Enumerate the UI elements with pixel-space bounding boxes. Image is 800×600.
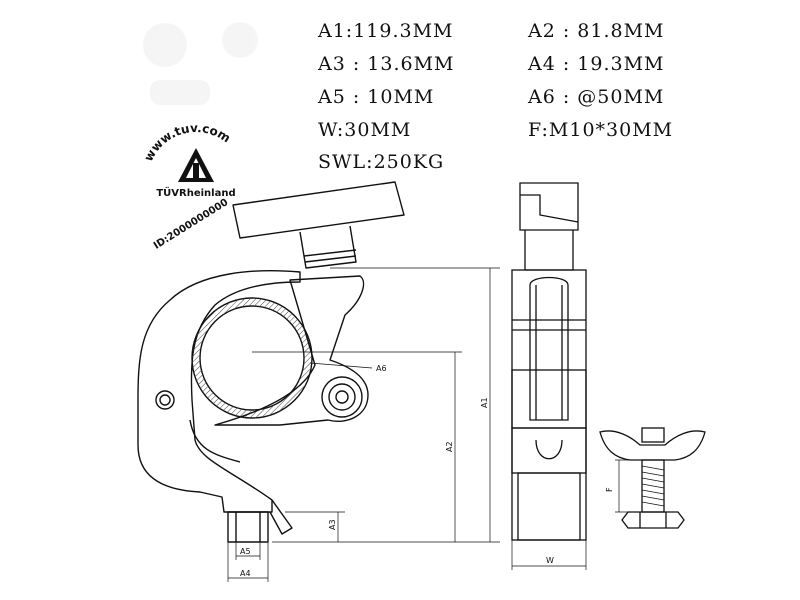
dim-label-f: F: [605, 487, 614, 492]
clamp-body-outline: [137, 270, 301, 513]
spec-a6: A6 : @50MM: [528, 86, 665, 108]
wing-bolt-detail: [599, 427, 706, 529]
badge-brand: TÜVRheinland: [156, 185, 235, 199]
spec-a3: A3 : 13.6MM: [318, 53, 455, 75]
dim-label-a4: A4: [240, 569, 251, 578]
spec-a2: A2 : 81.8MM: [528, 20, 665, 42]
dim-label-a2: A2: [445, 441, 454, 452]
pivot-bolt: [321, 376, 363, 418]
dim-label-a3: A3: [328, 519, 337, 530]
tube-wall-hatch: [192, 298, 312, 418]
spec-w: W:30MM: [318, 119, 412, 141]
clamp-jaw: [214, 275, 369, 426]
mount-hole: [155, 390, 175, 410]
clamp-front-view: [511, 182, 587, 570]
spec-swl: SWL:250KG: [318, 151, 445, 173]
wing-bolt-head: [232, 181, 405, 239]
badge-id: ID:2000000000: [152, 197, 230, 252]
spec-a1: A1:119.3MM: [318, 20, 454, 42]
front-body: [511, 269, 587, 541]
clamp-side-view: [137, 181, 405, 543]
spec-f: F:M10*30MM: [528, 119, 674, 141]
watermark: [143, 22, 258, 105]
wing-nut: [599, 430, 706, 461]
spec-a4: A4 : 19.3MM: [528, 53, 665, 75]
hex-head: [621, 511, 685, 529]
spec-a5: A5 : 10MM: [318, 86, 435, 108]
dim-label-a1: A1: [480, 397, 489, 408]
dim-label-w: W: [546, 556, 554, 565]
dim-label-a6: A6: [376, 364, 387, 373]
tuv-certification-badge: www.tuv.com TÜVRheinland ID:2000000000: [141, 121, 235, 252]
front-bolt-head: [519, 182, 579, 231]
spigot: [227, 511, 269, 543]
dim-label-a5: A5: [240, 547, 251, 556]
main-dimensions: [227, 267, 500, 582]
badge-url: www.tuv.com: [141, 121, 233, 164]
